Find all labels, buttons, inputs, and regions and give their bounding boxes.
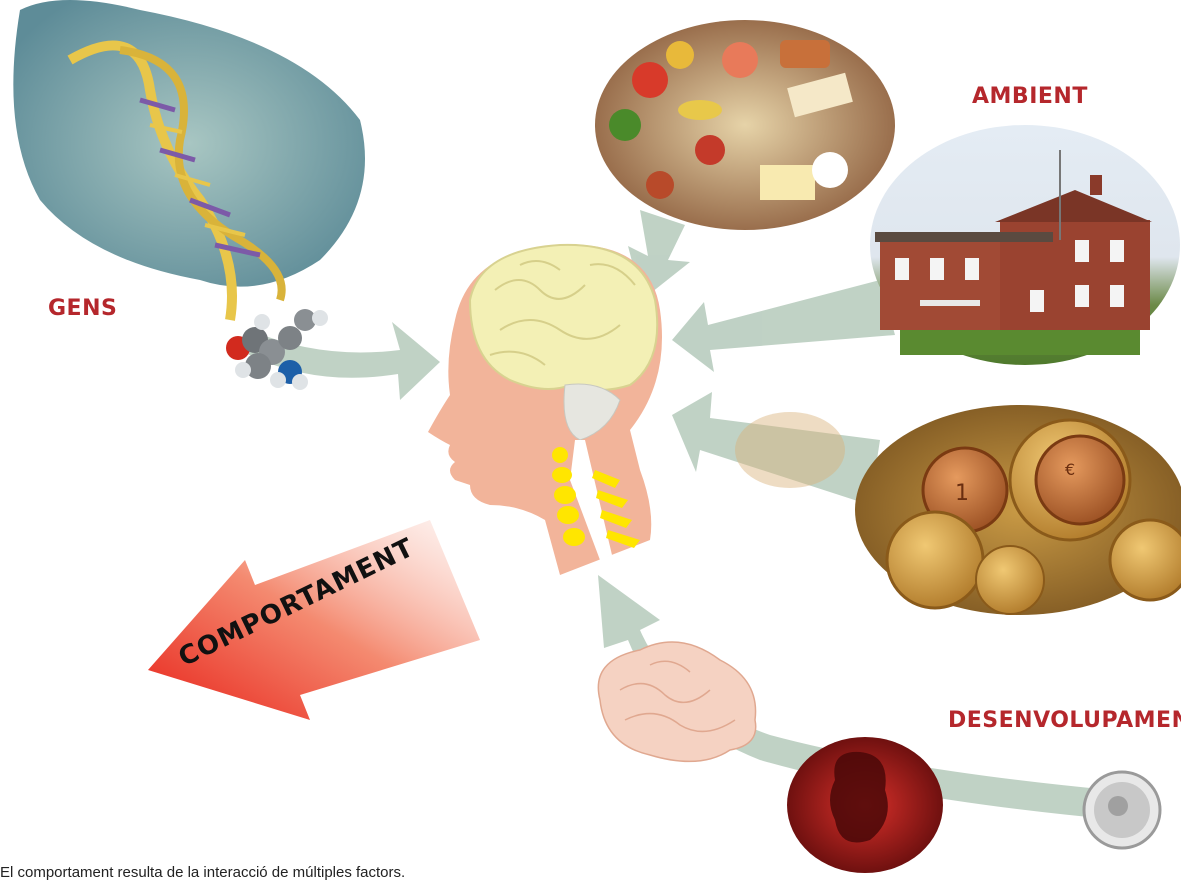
- arrow-from-money: [672, 392, 880, 505]
- fetus-image: [787, 737, 943, 873]
- arrow-from-house: [672, 280, 895, 372]
- molecule-icon: [226, 309, 328, 390]
- zygote-image: [1082, 770, 1162, 850]
- figure-caption: El comportament resulta de la interacció…: [0, 864, 406, 881]
- label-gens: GENS: [48, 296, 118, 321]
- house-image: [870, 125, 1180, 365]
- dna-image: [13, 0, 365, 321]
- coins-image: 1 €: [735, 405, 1181, 615]
- head-illustration: [428, 243, 662, 575]
- food-image: [595, 20, 895, 230]
- arrow-from-genes: [240, 322, 440, 400]
- svg-text:1: 1: [955, 481, 969, 506]
- svg-text:€: €: [1065, 460, 1075, 479]
- arrow-output: [148, 520, 480, 720]
- label-ambient: AMBIENT: [972, 84, 1088, 109]
- label-desenvolupament: DESENVOLUPAMENT: [948, 708, 1181, 733]
- brain-illustration: [597, 641, 757, 763]
